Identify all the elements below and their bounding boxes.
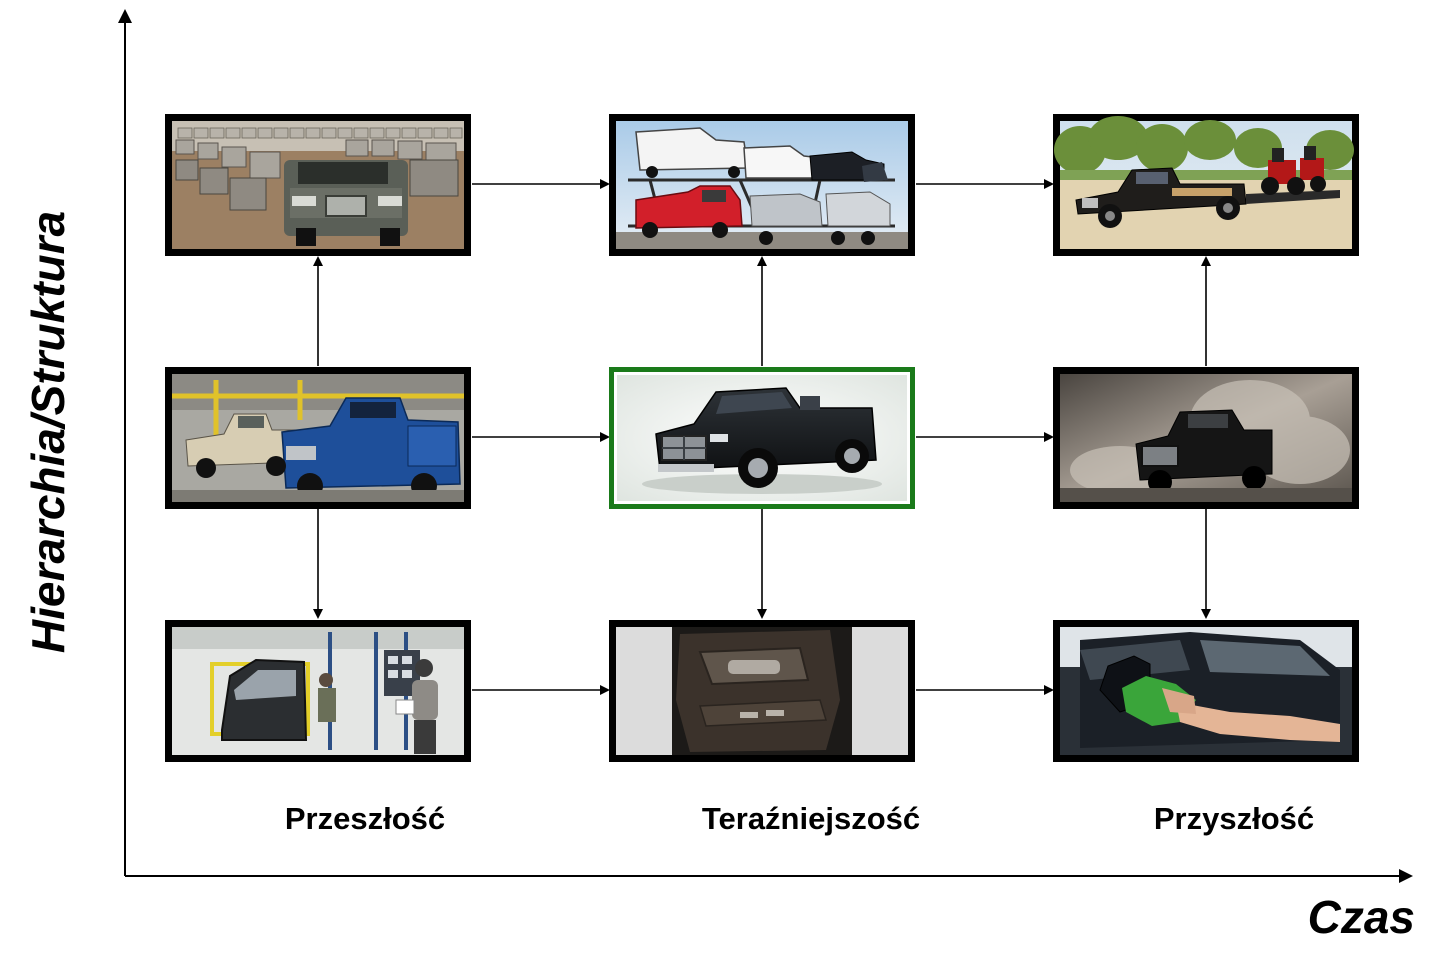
column-label-past: Przeszłość xyxy=(284,801,446,836)
y-axis-title: Hierarchia/Struktura xyxy=(22,210,74,654)
image-present-lower xyxy=(609,620,915,762)
column-label-present: Teraźniejszość xyxy=(701,801,921,836)
image-future-lower xyxy=(1053,620,1359,762)
image-past-upper xyxy=(165,114,471,256)
vertical-arrows xyxy=(313,256,1211,619)
horizontal-arrows xyxy=(472,179,1054,695)
image-future-upper xyxy=(1053,114,1359,256)
image-present-upper xyxy=(609,114,915,256)
image-past-middle xyxy=(165,367,471,509)
x-axis-title: Czas xyxy=(1307,891,1415,943)
column-label-future: Przyszłość xyxy=(1153,801,1315,836)
image-present-middle xyxy=(609,367,915,509)
image-future-middle xyxy=(1053,367,1359,509)
image-past-lower xyxy=(165,620,471,762)
